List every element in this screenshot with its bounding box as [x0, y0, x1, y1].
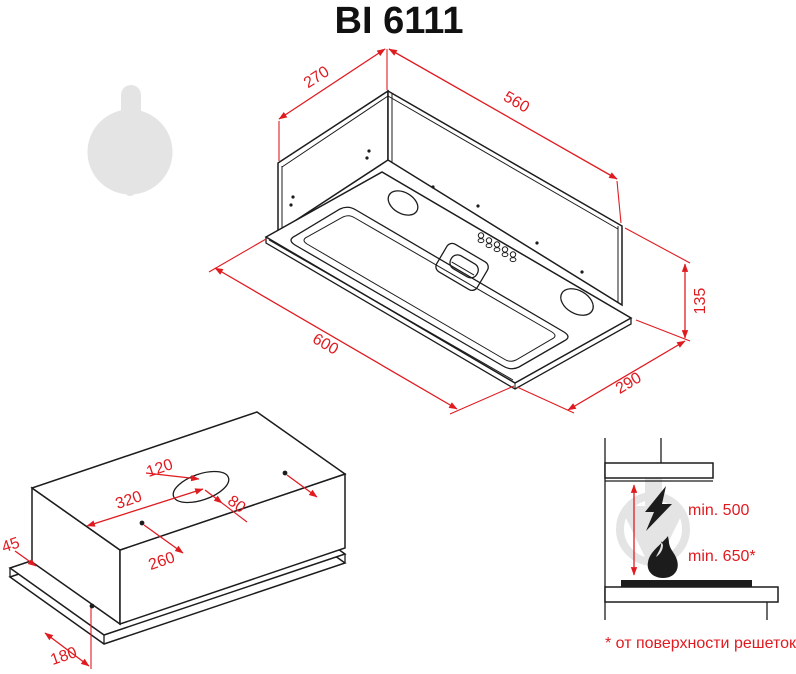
filter-frame-outer	[290, 206, 569, 370]
control-buttons	[477, 232, 517, 263]
counter-symbol	[604, 586, 779, 603]
footnote: * от поверхности решеток	[605, 635, 796, 652]
clearance-electric-label: min. 500	[688, 502, 749, 519]
cutout-view: 120 320 80 260 45 180	[0, 411, 347, 669]
dim-label-135: 135	[692, 288, 709, 315]
watermark-logo-top	[87, 85, 173, 196]
mounting-hole-leader	[286, 474, 318, 498]
lamp-left	[387, 190, 419, 216]
lamp-right	[560, 288, 594, 316]
dim-label-560: 560	[500, 89, 532, 117]
dim-line-560	[388, 48, 618, 180]
cooktop-symbol	[621, 580, 752, 587]
wall-screw-holes	[289, 149, 584, 274]
dim-line-270	[278, 48, 386, 120]
dim-line-290	[567, 340, 686, 411]
dim-label-45: 45	[0, 535, 22, 557]
dim-line-45	[14, 550, 37, 567]
hood-symbol	[604, 462, 714, 479]
clearance-gas-label: min. 650*	[688, 548, 756, 565]
gas-hob-flame-icon	[647, 536, 678, 578]
dim-label-600: 600	[309, 331, 341, 359]
dim-line-80	[221, 502, 248, 523]
install-view: min. 500 min. 650* * от поверхности реше…	[604, 438, 796, 652]
dim-label-270: 270	[301, 63, 333, 92]
dim-line-600	[214, 267, 458, 410]
page-title: BI 6111	[335, 0, 464, 42]
dim-label-180: 180	[48, 644, 79, 669]
electric-hob-icon	[645, 486, 672, 531]
dim-line-260	[143, 524, 184, 554]
dim-label-290: 290	[613, 369, 645, 397]
main-view-dimensions: 270 560 600 135 290	[208, 48, 709, 415]
filter-frame-inner	[303, 215, 556, 362]
dim-line-120	[145, 472, 200, 482]
dim-line-320	[86, 488, 204, 527]
dim-line-180	[44, 632, 90, 667]
